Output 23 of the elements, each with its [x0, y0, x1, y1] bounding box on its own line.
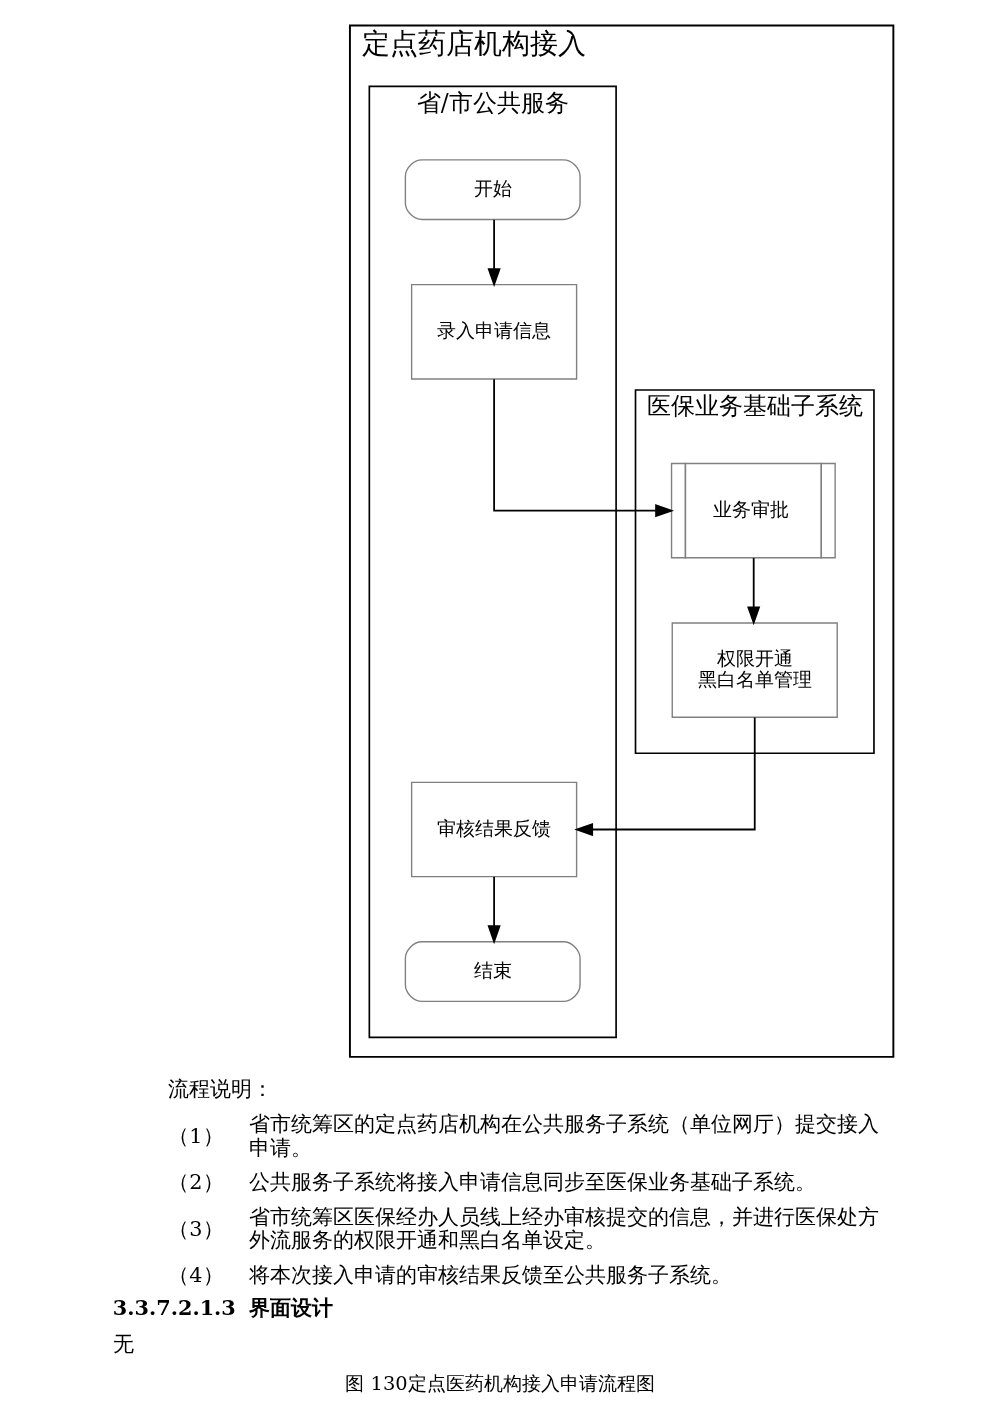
node-box: 权限开通 黑白名单管理: [671, 622, 838, 718]
label: 省市统筹区医保经办人员线上经办审核提交的信息，并进行医保处方外流服务的权限开通和黑白名单设定。: [248, 1204, 879, 1253]
node-box: 审核结果反馈: [410, 781, 578, 878]
node-box: 开始: [404, 159, 581, 221]
label: 将本次接入申请的审核结果反馈至公共服务子系统。: [248, 1263, 732, 1288]
node-box: 录入申请信息: [410, 284, 578, 380]
label: 流程说明：: [168, 1077, 274, 1102]
label: 无: [112, 1332, 134, 1357]
arrow: [747, 557, 761, 626]
label: 3.3.7.2.1.3: [112, 1295, 236, 1321]
label: （3）: [168, 1216, 224, 1241]
arrow: [574, 716, 756, 837]
label: 公共服务子系统将接入申请信息同步至医保业务基础子系统。: [248, 1170, 816, 1195]
label: 省市统筹区的定点药店机构在公共服务子系统（单位网厅）提交接入申请。: [248, 1112, 879, 1160]
label: 界面设计: [248, 1295, 333, 1321]
arrow: [487, 218, 501, 288]
caption: 图 130定点医药机构接入申请流程图: [345, 1371, 655, 1395]
arrow: [493, 378, 675, 518]
node-box: 结束: [404, 941, 581, 1003]
arrow: [487, 875, 501, 945]
label: （1）: [168, 1123, 224, 1148]
label: （2）: [168, 1170, 224, 1195]
label: （4）: [168, 1263, 224, 1288]
